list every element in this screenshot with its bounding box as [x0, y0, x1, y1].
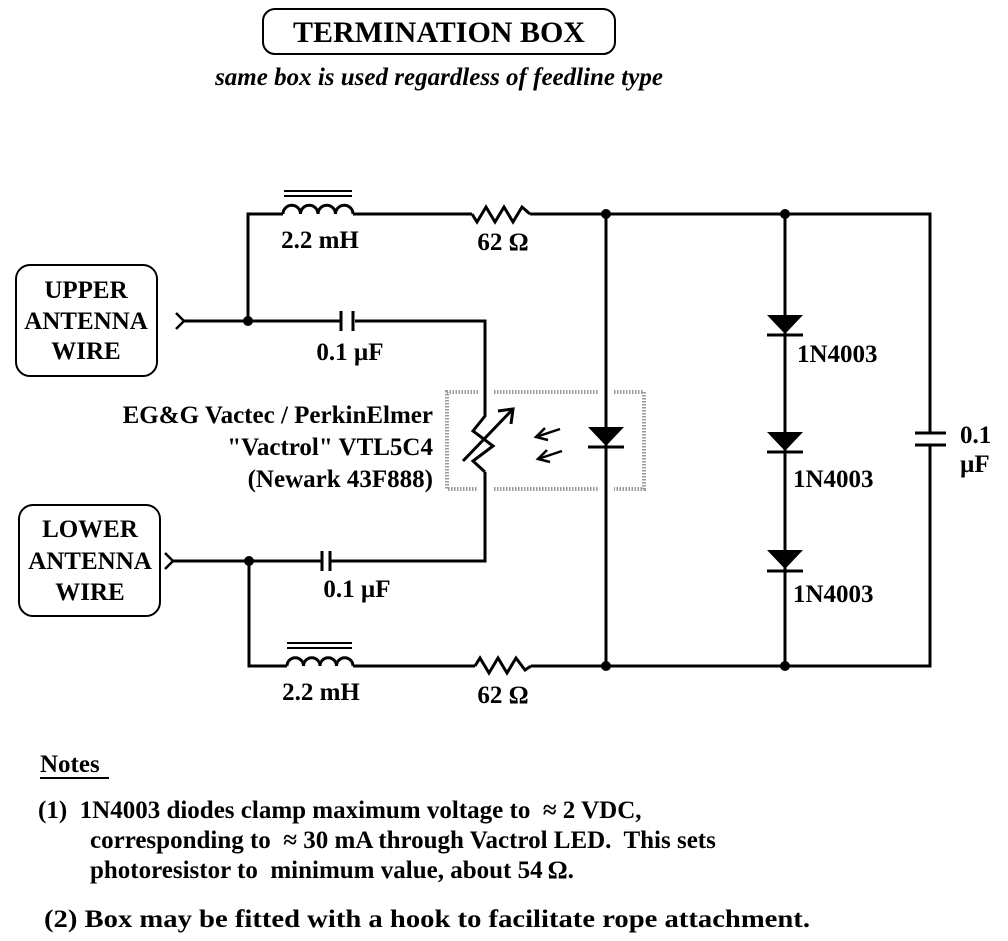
lower-inductor-label: 2.2 mH	[282, 679, 360, 706]
upper-inductor-icon	[281, 190, 355, 215]
shunt-capacitor-value: 0.1	[960, 422, 991, 449]
vactrol-label-line2: "Vactrol" VTL5C4	[227, 434, 433, 461]
shunt-capacitor-unit: µF	[960, 451, 990, 478]
lower-capacitor-label: 0.1 µF	[323, 576, 390, 603]
diode-1-icon	[767, 315, 803, 337]
diode-3-icon	[767, 550, 803, 573]
light-emission-arrows-icon	[533, 427, 563, 464]
page-title: TERMINATION BOX	[293, 16, 585, 49]
note-1-line1: (1) 1N4003 diodes clamp maximum voltage …	[38, 797, 642, 824]
subtitle: same box is used regardless of feedline …	[214, 64, 663, 91]
upper-antenna-wire-box: UPPER ANTENNA WIRE	[15, 264, 158, 377]
lower-capacitor-icon	[320, 551, 332, 571]
upper-connector-arrow-icon	[175, 312, 186, 330]
variable-arrow-icon	[461, 408, 514, 463]
lower-antenna-line3: WIRE	[55, 579, 124, 606]
upper-antenna-line2: ANTENNA	[24, 308, 148, 335]
upper-capacitor-label: 0.1 µF	[316, 339, 383, 366]
upper-resistor-label: 62 Ω	[477, 229, 528, 256]
notes-heading: Notes	[40, 751, 100, 778]
lower-antenna-line1: LOWER	[42, 516, 139, 543]
vactrol-outline	[445, 390, 478, 491]
vactrol-label-line3: (Newark 43F888)	[248, 466, 433, 493]
title-box: TERMINATION BOX	[262, 8, 616, 55]
lower-junction-dot	[244, 556, 254, 566]
diode-1-label: 1N4003	[797, 341, 878, 368]
lower-resistor-icon	[473, 655, 532, 676]
lower-connector-arrow-icon	[164, 552, 175, 570]
lower-resistor-label: 62 Ω	[477, 682, 528, 709]
upper-resistor-icon	[470, 204, 531, 225]
diode-2-icon	[767, 432, 803, 454]
lower-wiring	[173, 444, 932, 671]
vactrol-label-line1: EG&G Vactec / PerkinElmer	[123, 402, 433, 429]
upper-capacitor-icon	[339, 311, 355, 331]
note-1-line2: corresponding to ≈ 30 mA through Vactrol…	[90, 827, 716, 854]
diode-2-label: 1N4003	[793, 466, 874, 493]
shunt-capacitor-icon	[915, 431, 946, 447]
upper-junction-dot	[243, 316, 253, 326]
lower-inductor-icon	[285, 642, 355, 667]
upper-inductor-label: 2.2 mH	[281, 227, 359, 254]
note-2: (2) Box may be fitted with a hook to fac…	[44, 906, 810, 933]
diode-3-label: 1N4003	[793, 581, 874, 608]
lower-antenna-wire-box: LOWER ANTENNA WIRE	[18, 504, 161, 617]
lower-antenna-line2: ANTENNA	[28, 548, 152, 575]
vactrol-led-diode-icon	[588, 427, 624, 449]
note-1-line3: photoresistor to minimum value, about 54…	[90, 857, 574, 884]
upper-antenna-line3: WIRE	[51, 338, 120, 365]
upper-antenna-line1: UPPER	[44, 277, 128, 304]
vactrol-optocoupler	[445, 390, 646, 491]
